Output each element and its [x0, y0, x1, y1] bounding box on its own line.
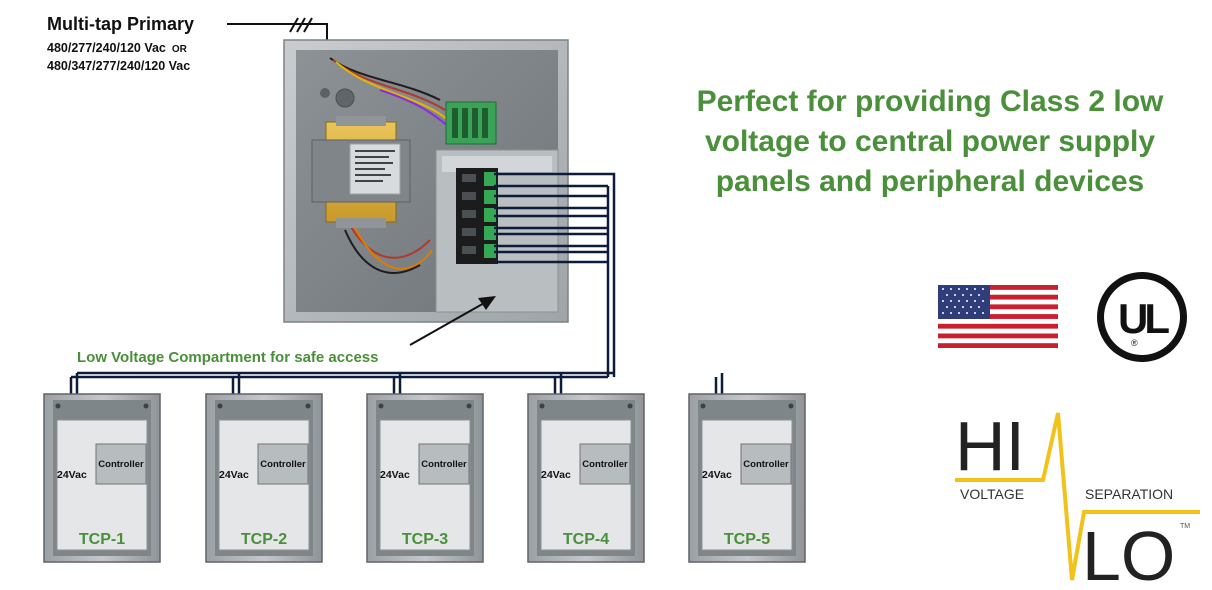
controller-label: Controller: [743, 459, 789, 470]
tcp-panel-3: Controller 24Vac TCP-3: [366, 393, 484, 563]
panel-label: TCP-1: [79, 531, 125, 548]
hilo-lo: LO: [1082, 517, 1175, 590]
tcp-panel-2: Controller 24Vac TCP-2: [205, 393, 323, 563]
internal-wiring: [329, 57, 451, 274]
tcp-panel-5: Controller 24Vac TCP-5: [688, 393, 806, 563]
hilo-voltage-separation-logo: HI VOLTAGE SEPARATION LO TM: [955, 407, 1200, 590]
primary-voltage-or: OR: [172, 44, 188, 55]
controller-label: Controller: [421, 459, 467, 470]
tcp-panel-4: Controller 24Vac TCP-4: [527, 393, 645, 563]
tcp-panel-1: Controller 24Vac TCP-1: [43, 393, 161, 563]
panel-label: TCP-4: [563, 531, 609, 548]
primary-voltage-line1: 480/277/240/120 Vac OR: [47, 41, 188, 55]
voltage-label: 24Vac: [219, 469, 249, 481]
hilo-hi: HI: [955, 407, 1025, 485]
hilo-tm: TM: [1180, 523, 1190, 530]
low-voltage-callout-arrow: [409, 296, 496, 346]
ul-logo-text: UL: [1118, 295, 1169, 342]
voltage-label: 24Vac: [702, 469, 732, 481]
panel-label: TCP-2: [241, 531, 287, 548]
controller-label: Controller: [582, 459, 628, 470]
transformer: [311, 116, 411, 228]
low-voltage-compartment: [435, 149, 559, 313]
voltage-label: 24Vac: [57, 469, 87, 481]
hilo-separation: SEPARATION: [1085, 486, 1173, 502]
primary-terminal-block: [445, 101, 497, 145]
primary-title: Multi-tap Primary: [47, 14, 194, 34]
voltage-label: 24Vac: [380, 469, 410, 481]
ul-logo: UL ®: [1097, 272, 1187, 362]
tagline: Perfect for providing Class 2 low voltag…: [640, 82, 1212, 202]
controller-label: Controller: [98, 459, 144, 470]
controller-label: Controller: [260, 459, 306, 470]
ul-registered-mark: ®: [1131, 338, 1138, 348]
us-flag-icon: [938, 285, 1058, 348]
panel-label: TCP-3: [402, 531, 448, 548]
low-voltage-callout: Low Voltage Compartment for safe access: [77, 349, 378, 366]
primary-voltage-line2: 480/347/277/240/120 Vac: [47, 59, 190, 73]
voltage-label: 24Vac: [541, 469, 571, 481]
tagline-line-1: Perfect for providing Class 2 low: [696, 85, 1164, 118]
power-supply-enclosure: [283, 39, 569, 323]
primary-voltage-line1-main: 480/277/240/120 Vac: [47, 41, 166, 55]
hilo-voltage: VOLTAGE: [960, 486, 1024, 502]
tagline-line-2: voltage to central power supply: [704, 125, 1156, 158]
tagline-line-3: panels and peripheral devices: [715, 165, 1145, 198]
panel-label: TCP-5: [724, 531, 770, 548]
